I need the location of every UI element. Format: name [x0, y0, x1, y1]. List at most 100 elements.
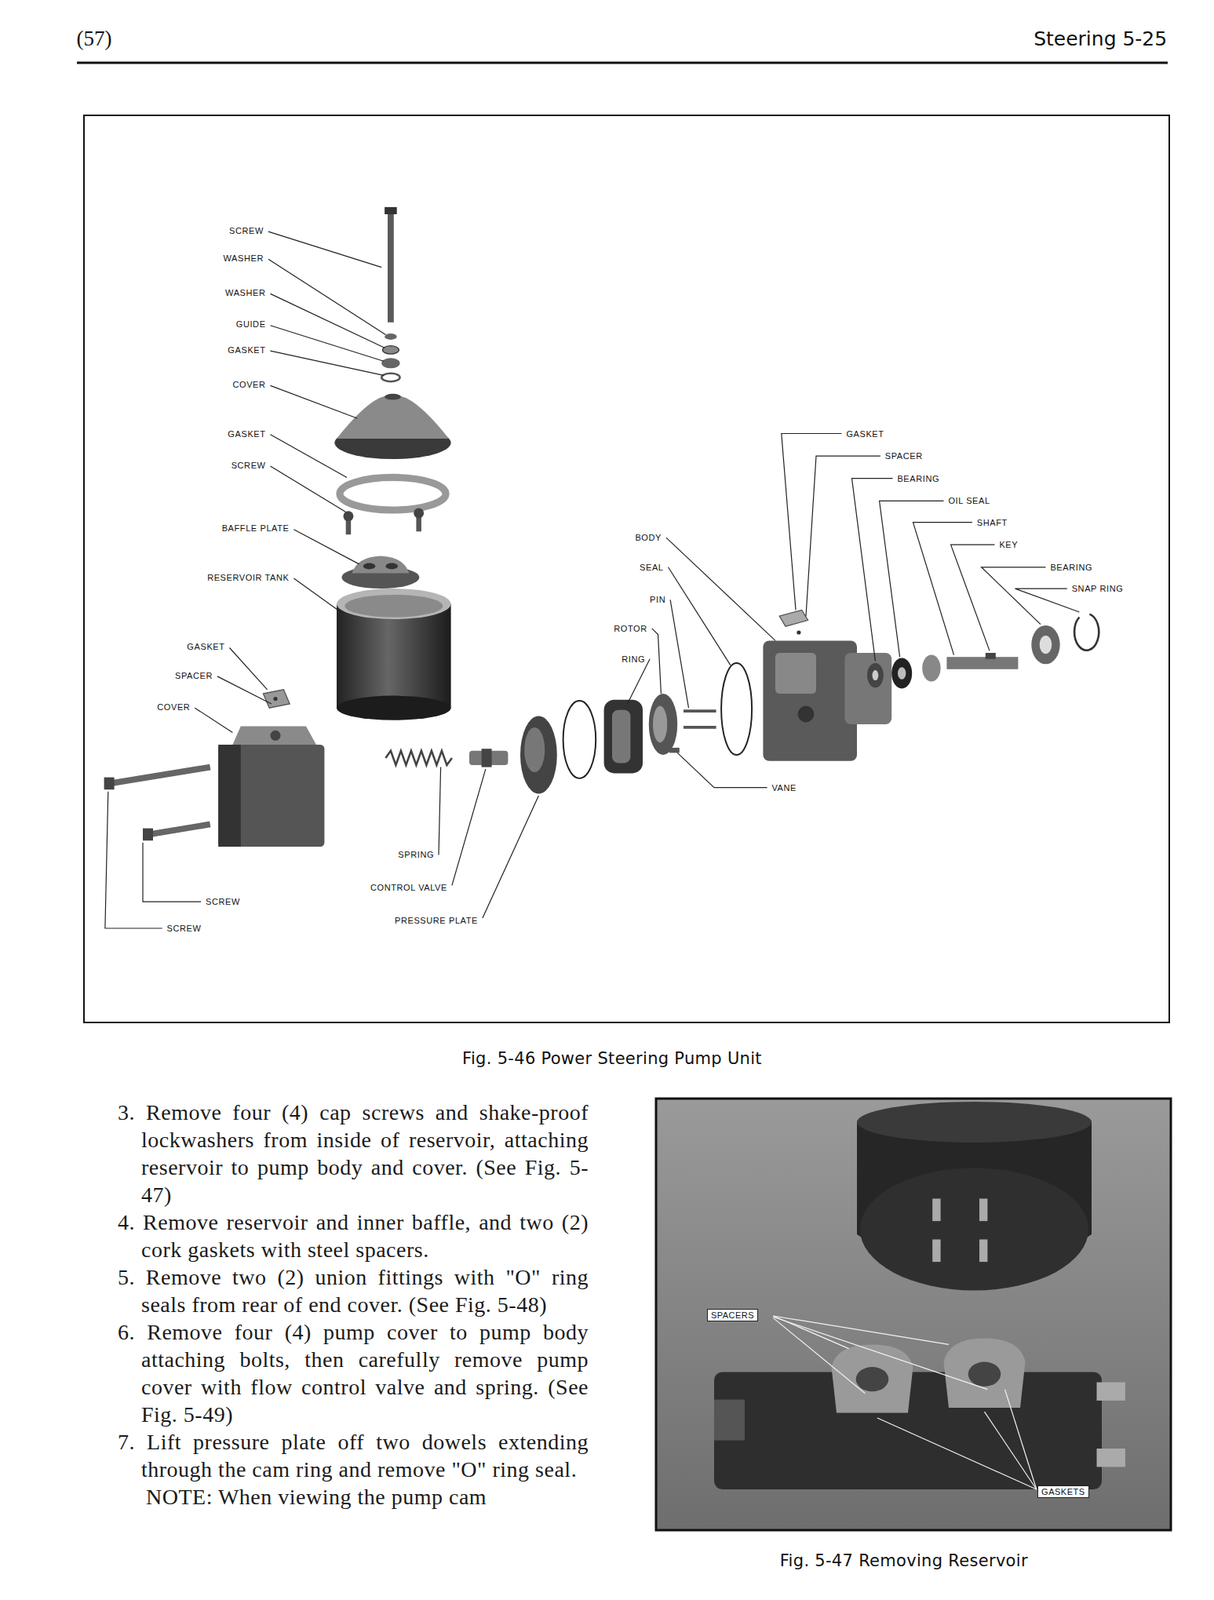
- part-label: SCREW: [227, 225, 266, 236]
- small-screws: [413, 507, 424, 518]
- part-label: CONTROL VALVE: [368, 882, 449, 894]
- photo: [968, 1361, 1002, 1386]
- photo: [932, 1199, 941, 1222]
- top-screw: [387, 211, 394, 322]
- baffle-plate: [351, 556, 409, 574]
- photo: [932, 1239, 941, 1263]
- body-spacer-gasket: [796, 630, 801, 635]
- figure-caption: Fig. 5-46 Power Steering Pump Unit: [462, 1049, 762, 1069]
- part-label: WASHER: [223, 288, 267, 299]
- callout-box: GASKETS: [1037, 1485, 1089, 1499]
- rotor: [648, 693, 678, 755]
- leader-lines: [105, 231, 1080, 1490]
- leader-line: [268, 231, 382, 268]
- o-ring: [721, 663, 752, 755]
- control-valve: [469, 748, 508, 767]
- leader-line: [677, 752, 767, 788]
- part-label: COVER: [230, 379, 267, 391]
- photo: [1097, 1381, 1126, 1400]
- baffle-plate: [363, 563, 376, 570]
- shaft-parts: [867, 614, 1099, 690]
- leader-line: [293, 529, 359, 565]
- part-label: BEARING: [895, 473, 941, 484]
- pressure-plate: [524, 727, 545, 773]
- reservoir-tank: [336, 604, 452, 709]
- leader-line: [1005, 1389, 1037, 1490]
- leader-line: [268, 258, 387, 335]
- shaft-parts: [867, 663, 884, 688]
- leader-line: [627, 659, 651, 704]
- callout-box: SPACERS: [707, 1308, 759, 1322]
- part-label: GASKET: [226, 428, 267, 439]
- pump-body: [798, 706, 815, 723]
- leader-line: [981, 567, 1047, 625]
- leader-line: [270, 385, 358, 419]
- part-label: KEY: [997, 539, 1020, 551]
- part-label: GASKET: [226, 344, 267, 355]
- leader-line: [270, 350, 384, 376]
- leader-line: [984, 1411, 1037, 1490]
- baffle-plate: [385, 563, 398, 570]
- part-label: COVER: [155, 701, 192, 712]
- photo: [656, 1098, 1171, 1531]
- photo: [831, 1344, 914, 1413]
- leader-line: [482, 795, 540, 919]
- part-label: BAFFLE PLATE: [220, 523, 292, 534]
- callout-text: GASKETS: [1041, 1487, 1085, 1497]
- note-text: NOTE: When viewing the pump cam: [117, 1483, 589, 1511]
- spacer-gasket: [262, 689, 290, 708]
- reservoir-tank: [336, 588, 452, 721]
- part-label: SNAP RING: [1070, 583, 1126, 595]
- leader-line: [293, 578, 341, 613]
- photo: [856, 1367, 890, 1392]
- washers: [381, 333, 400, 382]
- body-text-column: 3. Remove four (4) cap screws and shake-…: [117, 1098, 589, 1511]
- leader-line: [772, 1318, 865, 1394]
- photo: [714, 1101, 1126, 1490]
- control-valve: [481, 748, 493, 767]
- pressure-plate: [520, 716, 558, 795]
- photo: [656, 1098, 1171, 1531]
- pump-body: [762, 640, 892, 761]
- reservoir-cover: [334, 393, 451, 460]
- procedure-step: 6. Remove four (4) pump cover to pump bo…: [117, 1318, 589, 1429]
- leader-line: [668, 567, 731, 666]
- leader-line: [852, 478, 894, 662]
- cover-bolts: [142, 828, 154, 842]
- reservoir-cover: [384, 393, 402, 401]
- shaft-parts: [946, 656, 1018, 670]
- photo: [714, 1399, 745, 1441]
- part-label: SPACER: [173, 670, 215, 681]
- washers: [381, 373, 400, 382]
- procedure-step: 7. Lift pressure plate off two dowels ex…: [117, 1428, 589, 1484]
- photo: [1097, 1448, 1126, 1467]
- pump-body: [762, 640, 857, 761]
- figure-frame: [83, 115, 1170, 1023]
- part-label: ROTOR: [612, 623, 649, 634]
- pump-cover: [232, 726, 317, 745]
- leader-line: [452, 769, 486, 886]
- part-label: SCREW: [204, 896, 242, 908]
- figure-caption: Fig. 5-47 Removing Reservoir: [780, 1551, 1029, 1571]
- leader-line: [772, 1316, 949, 1345]
- spacer-gasket: [273, 696, 278, 701]
- leader-line: [805, 455, 881, 617]
- leader-line: [772, 1316, 988, 1389]
- pressure-plate: [520, 716, 558, 795]
- part-label: SHAFT: [975, 517, 1010, 528]
- body-spacer-gasket: [779, 609, 808, 635]
- o-ring: [563, 700, 597, 779]
- part-label: RESERVOIR TANK: [205, 572, 291, 583]
- leader-line: [270, 293, 386, 348]
- photo: [979, 1239, 988, 1263]
- reservoir-tank: [344, 594, 443, 618]
- shaft-parts: [1039, 635, 1053, 654]
- part-label: SCREW: [229, 459, 268, 471]
- exploded-pump-drawing: [104, 207, 1100, 847]
- part-label: SPRING: [396, 849, 436, 861]
- part-label: PIN: [648, 594, 668, 606]
- procedure-step: 4. Remove reservoir and inner baffle, an…: [117, 1208, 589, 1264]
- shaft-parts: [922, 655, 941, 682]
- leader-line: [194, 707, 233, 733]
- header-rule: [76, 61, 1168, 65]
